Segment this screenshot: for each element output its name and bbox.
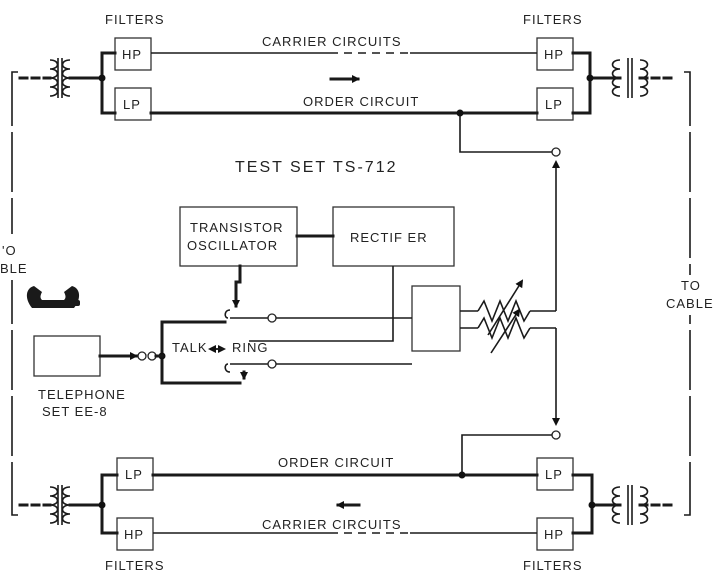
variable-resistor-lower (460, 308, 556, 354)
filters-label-top-left: FILTERS (105, 12, 165, 27)
transistor-oscillator-box (179, 206, 298, 267)
carrier-circuits-label-bottom: CARRIER CIRCUITS (262, 517, 402, 532)
ring-label: RING (232, 340, 269, 355)
talk-label: TALK (172, 340, 208, 355)
oscillator-label: OSCILLATOR (187, 238, 278, 253)
hp-label-bottom-right: HP (544, 527, 564, 542)
lower-jack (224, 359, 412, 380)
hp-label-top-right: HP (544, 47, 564, 62)
rectifier-label: RECTIF ER (350, 230, 428, 245)
transistor-label: TRANSISTOR (190, 220, 284, 235)
hp-filter-bottom-right (536, 517, 574, 551)
filters-label-top-right: FILTERS (523, 12, 583, 27)
lp-label-top-left: LP (123, 97, 141, 112)
left-cable-bracket (11, 71, 18, 516)
transformer-icon-top-left (18, 58, 82, 98)
upper-jack (224, 309, 412, 323)
lp-label-bottom-right: LP (545, 467, 563, 482)
hp-filter-top-right (536, 37, 574, 71)
test-set-title: TEST SET TS-712 (235, 159, 398, 176)
set-ee8-label: SET EE-8 (42, 404, 108, 419)
rectifier-lead (249, 266, 394, 342)
left-filter-bus-top (100, 51, 117, 115)
order-circuit-label-bottom: ORDER CIRCUIT (278, 455, 394, 470)
cable-label-left: BLE (0, 261, 28, 276)
network-box (411, 285, 461, 352)
right-filter-bus-top (571, 51, 592, 115)
filters-label-bottom-right: FILTERS (523, 558, 583, 573)
transformer-icon-bottom-right (604, 485, 678, 525)
transformer-icon-bottom-left (18, 485, 82, 525)
lp-filter-top-right (536, 87, 574, 121)
carrier-circuits-label-top: CARRIER CIRCUITS (262, 34, 402, 49)
hp-label-top-left: HP (122, 47, 142, 62)
lp-label-top-right: LP (545, 97, 563, 112)
order-circuit-label-top: ORDER CIRCUIT (303, 94, 419, 109)
transformer-icon-top-right (604, 58, 678, 98)
hp-label-bottom-left: HP (124, 527, 144, 542)
to-label-left: 'O (2, 243, 17, 258)
to-label-right: TO (681, 278, 701, 293)
lp-filter-top-left (114, 87, 152, 121)
rectifier-box (332, 206, 455, 267)
lp-label-bottom-left: LP (125, 467, 143, 482)
telephone-label: TELEPHONE (38, 387, 126, 402)
variable-resistor-upper (460, 279, 556, 336)
telephone-icon[interactable] (26, 286, 101, 377)
oscillator-output-arrow (232, 264, 242, 308)
cable-label-right: CABLE (666, 296, 714, 311)
filters-label-bottom-left: FILTERS (105, 558, 165, 573)
